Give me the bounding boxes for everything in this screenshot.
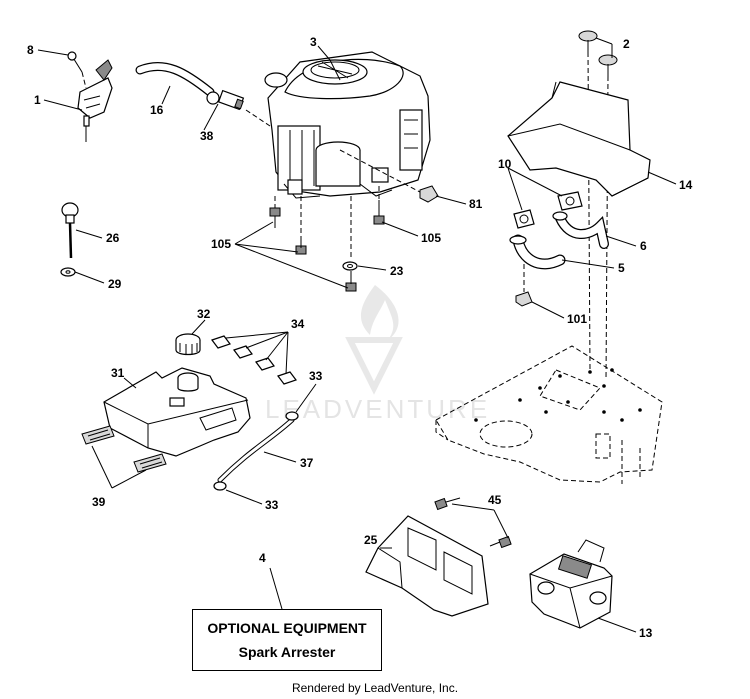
- part-1-throttle-control: [77, 59, 113, 142]
- callout-8: 2: [623, 37, 630, 51]
- callout-23: 25: [364, 533, 378, 547]
- part-37-vent-hose: [217, 417, 295, 483]
- callout-26: 29: [108, 277, 122, 291]
- part-8-knobs: [578, 30, 618, 381]
- part-38-fuel-filter: [206, 89, 271, 127]
- callout-14: 16: [150, 103, 164, 117]
- callout-29: 4: [259, 551, 266, 565]
- callout-37: 37: [300, 456, 314, 470]
- callout-38: 38: [200, 129, 214, 143]
- part-33-clamps: [213, 411, 299, 491]
- part-31-fuel-tank: [103, 367, 251, 457]
- part-2-screw: [67, 51, 87, 89]
- callout-1: 1: [34, 93, 41, 107]
- part-26-grommet: [60, 267, 76, 277]
- leader-lines: [37, 37, 677, 633]
- callout-34: 34: [291, 317, 305, 331]
- callout-labels: 8 1 3 16 38 81 105 105 23 26 29 2 14 10 …: [27, 35, 693, 640]
- callout-2: 8: [27, 43, 34, 57]
- callout-6: 6: [640, 239, 647, 253]
- callout-25: 26: [106, 231, 120, 245]
- part-39-foam-strips: [81, 425, 167, 473]
- callout-33-bottom: 33: [265, 498, 279, 512]
- callout-31: 31: [111, 366, 125, 380]
- callout-105-right: 105: [421, 231, 441, 245]
- part-32-fuel-cap: [175, 333, 201, 356]
- callout-13: 10: [498, 157, 512, 171]
- callout-10: 14: [679, 178, 693, 192]
- part-5-exhaust-pipe: [509, 234, 566, 270]
- callout-5: 5: [618, 261, 625, 275]
- optional-equipment-box: OPTIONAL EQUIPMENT Spark Arrester: [192, 609, 382, 671]
- part-25-dipstick: [61, 202, 79, 259]
- part-105-bolts: [269, 186, 385, 292]
- part-10-heat-shield: [507, 81, 651, 197]
- watermark-text: LEADVENTURE: [265, 394, 490, 424]
- callout-4: 13: [639, 626, 653, 640]
- render-credit: Rendered by LeadVenture, Inc.: [291, 681, 459, 695]
- part-16-washer: [342, 261, 358, 271]
- callout-33-top: 33: [309, 369, 323, 383]
- part-45-bolts: [434, 497, 512, 549]
- callout-39: 39: [92, 495, 106, 509]
- part-81-nut: [339, 149, 439, 203]
- part-101-nut: [515, 264, 533, 307]
- part-4-muffler: [529, 539, 613, 629]
- callout-16: 23: [390, 264, 404, 278]
- callout-81: 81: [469, 197, 483, 211]
- part-13-gaskets: [513, 191, 583, 229]
- spark-arrester-label: Spark Arrester: [238, 644, 336, 660]
- part-6-exhaust-pipe: [552, 211, 609, 249]
- part-34-pads: [211, 335, 297, 385]
- part-14-fuel-line: [135, 62, 215, 97]
- part-23-bracket: [365, 515, 489, 617]
- optional-equipment-title: OPTIONAL EQUIPMENT: [207, 620, 367, 636]
- callout-101: 101: [567, 312, 587, 326]
- callout-105-left: 105: [211, 237, 231, 251]
- part-3-engine: [264, 51, 431, 199]
- callout-32: 32: [197, 307, 211, 321]
- frame-plate: [435, 345, 663, 484]
- watermark-logo: LEADVENTURE: [265, 285, 490, 424]
- callout-3: 3: [310, 35, 317, 49]
- callout-45: 45: [488, 493, 502, 507]
